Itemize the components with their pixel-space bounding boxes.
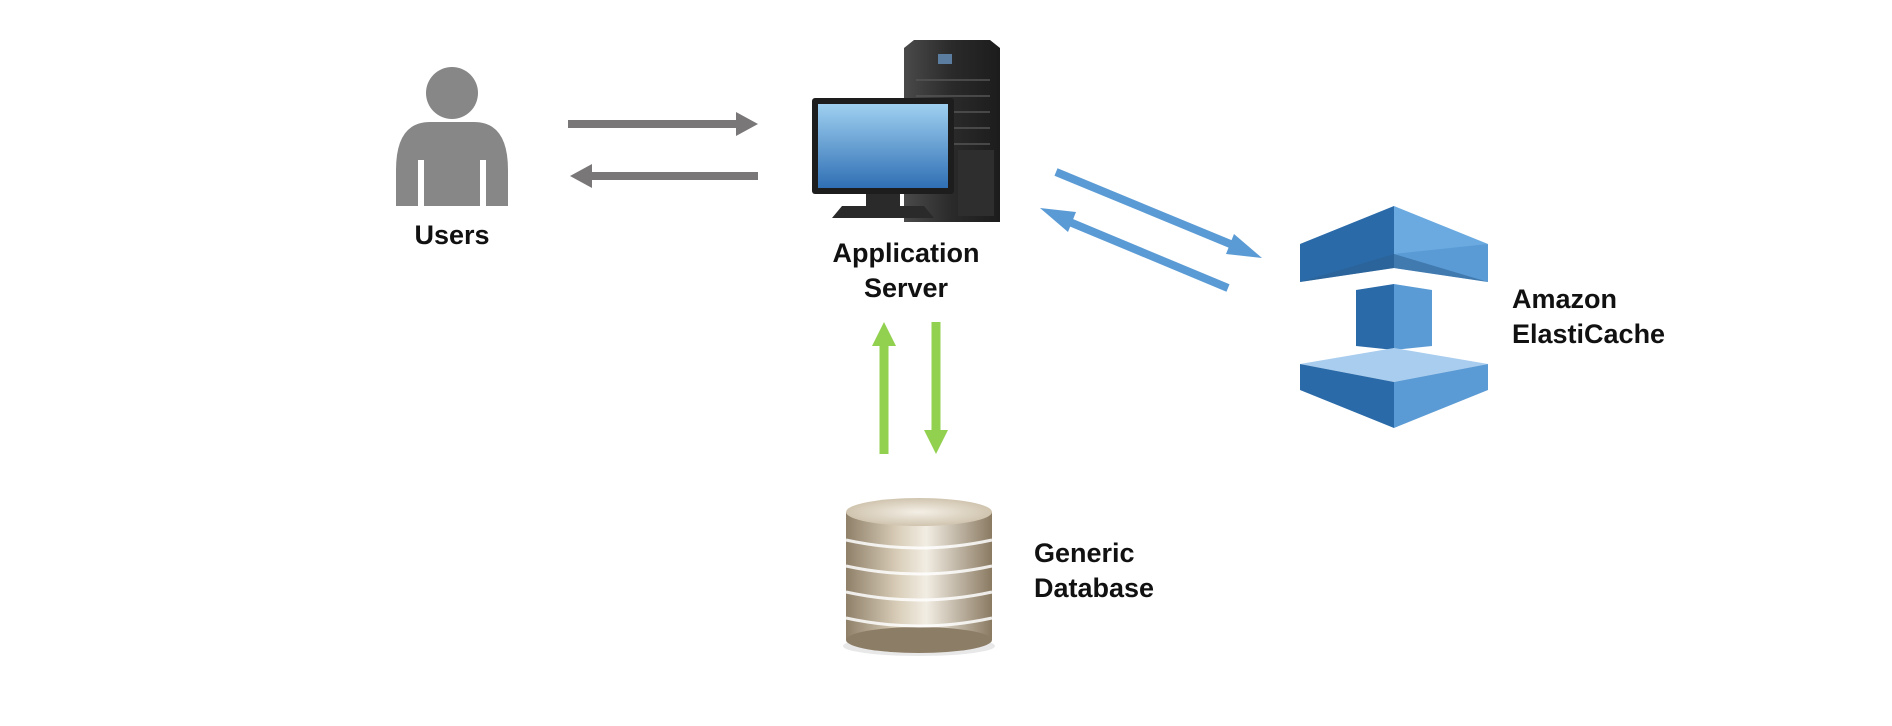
server-to-cache-arrow — [1054, 168, 1262, 258]
cache-to-server-arrow — [1040, 208, 1230, 292]
database-label-line1: Generic — [1034, 538, 1135, 568]
elasticache-label-line2: ElastiCache — [1512, 319, 1666, 349]
elasticache-label-line1: Amazon — [1512, 284, 1618, 314]
user-icon — [396, 67, 508, 206]
database-label: Generic Database — [1034, 536, 1234, 606]
server-to-users-arrow — [570, 164, 758, 188]
elasticache-icon — [1300, 206, 1488, 428]
database-to-server-arrow — [872, 322, 896, 454]
database-label-line2: Database — [1034, 573, 1155, 603]
server-to-database-arrow — [924, 322, 948, 454]
app-server-label-line1: Application — [832, 238, 980, 268]
users-label: Users — [414, 220, 490, 250]
app-server-label: Application Server — [800, 236, 1012, 306]
users-to-server-arrow — [568, 112, 758, 136]
app-server-label-line2: Server — [863, 273, 949, 303]
server-computer-icon — [812, 40, 1000, 222]
database-icon — [843, 498, 995, 656]
elasticache-label: Amazon ElastiCache — [1512, 282, 1732, 352]
